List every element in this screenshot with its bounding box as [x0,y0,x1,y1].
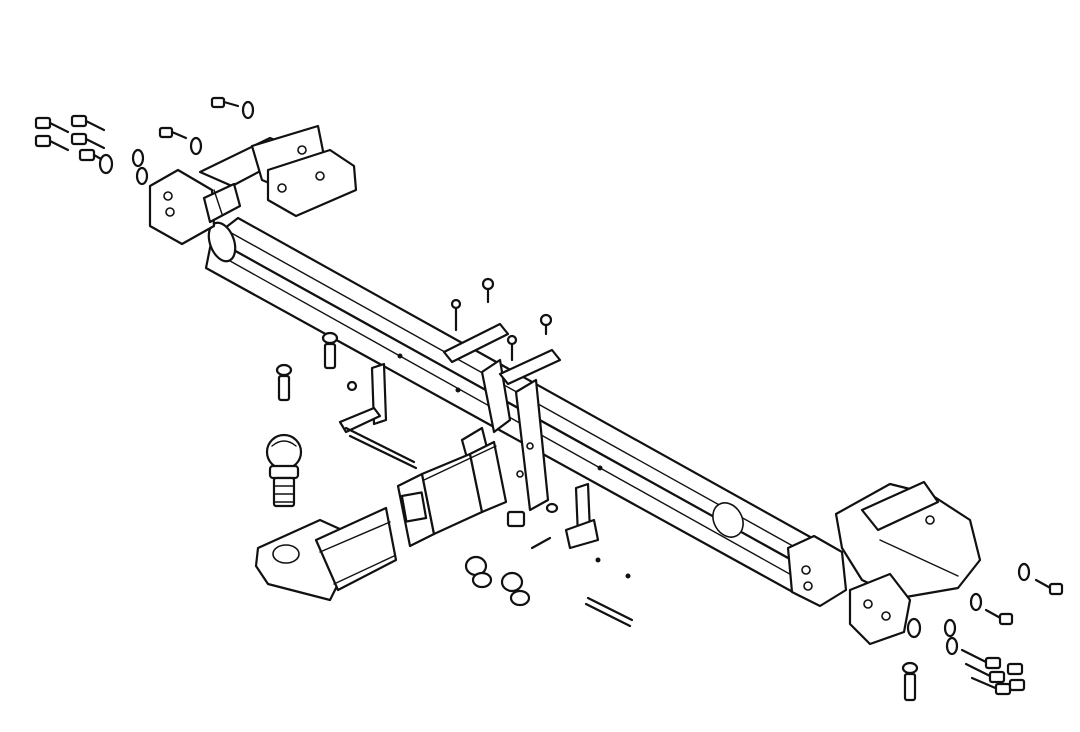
bolt-icon [210,96,255,120]
bolt-icon [969,592,1014,626]
bolt-icon [960,648,1026,696]
left-bolt-set [34,96,255,186]
nut-icon [98,148,149,186]
receiver-socket [396,440,508,548]
bracket-clip [338,362,418,470]
nut-icon [906,617,959,656]
bracket-clip [564,482,600,550]
hardware-icon [464,502,559,607]
bolt-icon [34,116,70,152]
center-receiver-mount [442,322,562,514]
bolt-icon [1017,562,1064,596]
left-side-bracket [148,124,358,246]
pin-icon [584,557,634,628]
drawbar [254,506,398,602]
right-side-bracket [786,480,982,646]
tow-ball [265,433,303,508]
bolt-icon [158,126,203,156]
right-bolt-set [901,562,1064,702]
bolt-icon [901,661,919,702]
vertical-bolt-icon [275,277,553,402]
